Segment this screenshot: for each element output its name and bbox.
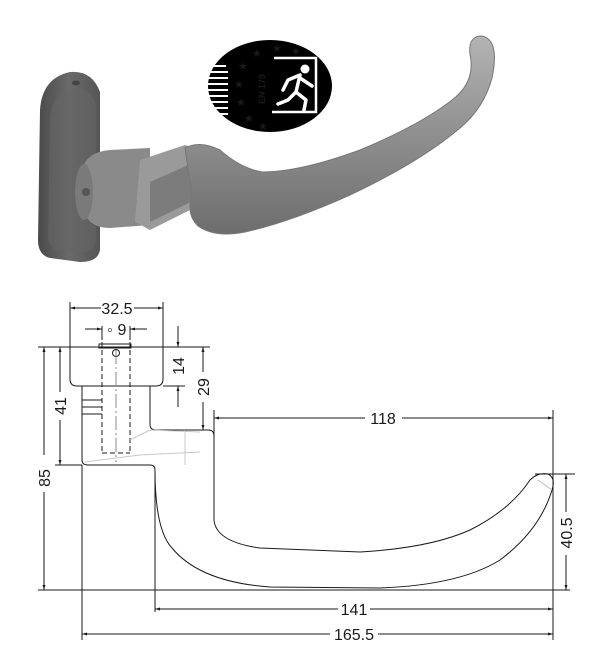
badge-stripes (208, 65, 228, 115)
star-icons: ★ ★ ★ ★ ★ ★ ★ ★ (234, 43, 301, 133)
dim-square-spindle: 9 (118, 322, 127, 339)
ghost-lines (84, 429, 201, 465)
badge-standard-label: EN 179 (257, 74, 267, 104)
dimension-labels: 32.5 ◦ 9 85 41 14 29 118 40.5 141 165.5 (37, 301, 576, 644)
svg-text:★: ★ (238, 61, 248, 73)
dim-rose-width: 32.5 (101, 301, 132, 318)
svg-text:★: ★ (272, 43, 282, 55)
spindle-hidden-lines (101, 326, 131, 454)
handle-3d-render (38, 35, 495, 262)
dim-overall-length: 165.5 (334, 627, 374, 644)
lever-arm (184, 35, 495, 235)
dim-rose-height: 41 (53, 397, 70, 415)
svg-text:★: ★ (234, 79, 244, 91)
svg-text:★: ★ (258, 121, 268, 133)
dim-grip-drop: 40.5 (559, 517, 576, 548)
svg-text:★: ★ (244, 113, 254, 125)
dim-overall-height: 85 (37, 469, 54, 487)
svg-text:★: ★ (252, 48, 262, 60)
dim-rose-top-offset: 14 (171, 357, 188, 375)
en179-badge: ★ ★ ★ ★ ★ ★ ★ ★ EN 179 (208, 40, 332, 133)
technical-drawing (38, 302, 575, 640)
emergency-exit-running-man-icon (272, 56, 318, 114)
svg-text:★: ★ (291, 46, 301, 58)
dim-lever-reach: 141 (341, 602, 368, 619)
spindle-symbol: ◦ (107, 322, 113, 339)
lever-outline (154, 436, 554, 589)
dim-lever-length: 118 (370, 411, 396, 428)
dim-lever-offset: 29 (196, 378, 213, 396)
lever-neck (75, 145, 200, 230)
svg-text:★: ★ (236, 97, 246, 109)
rose-outline (69, 346, 164, 387)
